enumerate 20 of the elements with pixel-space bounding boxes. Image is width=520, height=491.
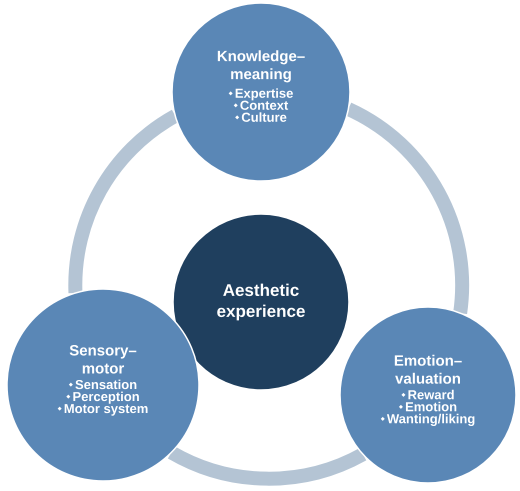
ring-connector	[168, 446, 366, 486]
list-item: Expertise	[236, 88, 293, 100]
ring-connector	[345, 102, 469, 314]
list-item: Emotion	[406, 402, 456, 412]
list-item: Motor system	[64, 404, 148, 416]
circle-node	[6, 288, 200, 482]
circle-node	[171, 2, 351, 182]
ring-connector	[68, 110, 179, 294]
list-item: Reward	[408, 390, 454, 400]
list-item: Culture	[242, 112, 286, 122]
circle-node	[172, 213, 350, 391]
list-item: Context	[240, 100, 288, 110]
heading: Aesthetic experience	[217, 284, 305, 320]
heading: Sensory–motor	[70, 344, 136, 374]
list-item: Wanting/liking	[386, 414, 474, 426]
heading: Knowledge–meaning	[218, 50, 305, 82]
heading: Emotion–valuation	[394, 354, 462, 384]
list-item: Sensation	[75, 380, 136, 390]
list-item: Perception	[73, 392, 139, 404]
circle-node	[339, 306, 517, 484]
